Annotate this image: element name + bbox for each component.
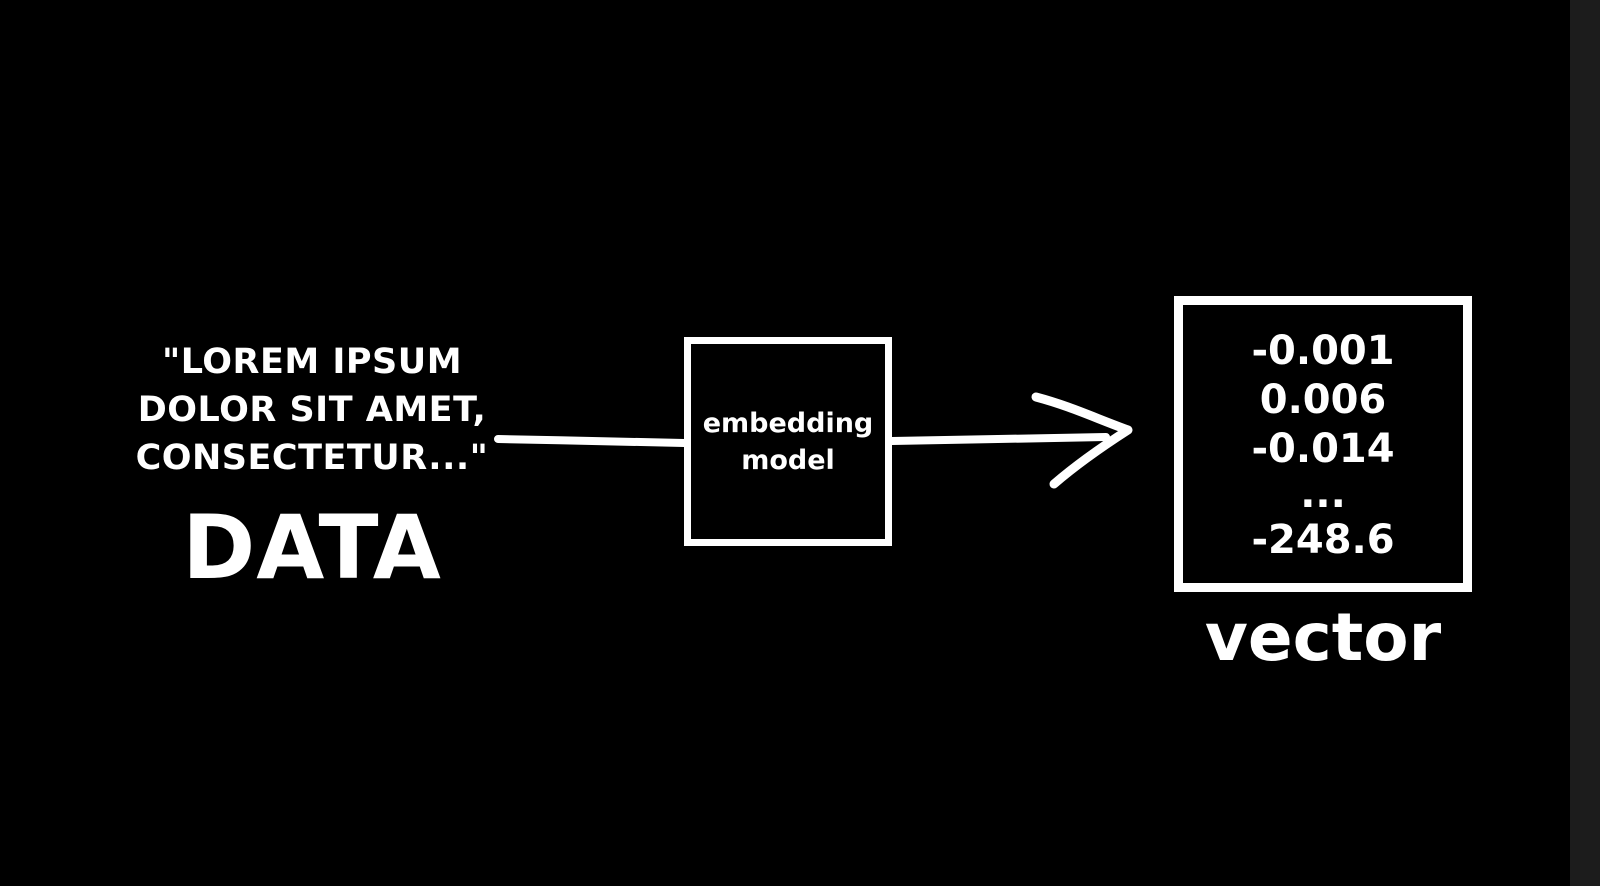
vector-value: -0.001: [1251, 328, 1395, 374]
input-text-line: DOLOR SIT AMET,: [137, 390, 487, 430]
vector-ellipsis: ...: [1300, 471, 1346, 517]
data-label: DATA: [182, 496, 442, 599]
embedding-model-box: embedding model: [684, 337, 892, 546]
input-text-line: CONSECTETUR...": [135, 438, 489, 478]
input-text-line: "LOREM IPSUM: [161, 342, 463, 382]
vector-label: vector: [1204, 599, 1442, 676]
input-text-sample: "LOREM IPSUM DOLOR SIT AMET, CONSECTETUR…: [100, 338, 524, 482]
arrowhead-icon: [1031, 392, 1133, 489]
vector-box: -0.001 0.006 -0.014 ... -248.6: [1174, 296, 1472, 592]
vector-values: -0.001 0.006 -0.014 ... -248.6: [1183, 327, 1463, 565]
model-label-line: model: [741, 444, 835, 476]
arrow-model-to-vector: [888, 433, 1110, 445]
vector-value: -248.6: [1251, 517, 1395, 563]
model-label: embedding model: [703, 405, 874, 479]
arrow-data-to-model: [494, 435, 688, 447]
vector-value: -0.014: [1251, 426, 1395, 472]
right-edge-panel: [1570, 0, 1600, 886]
vector-value: 0.006: [1259, 377, 1387, 423]
model-label-line: embedding: [702, 407, 874, 439]
